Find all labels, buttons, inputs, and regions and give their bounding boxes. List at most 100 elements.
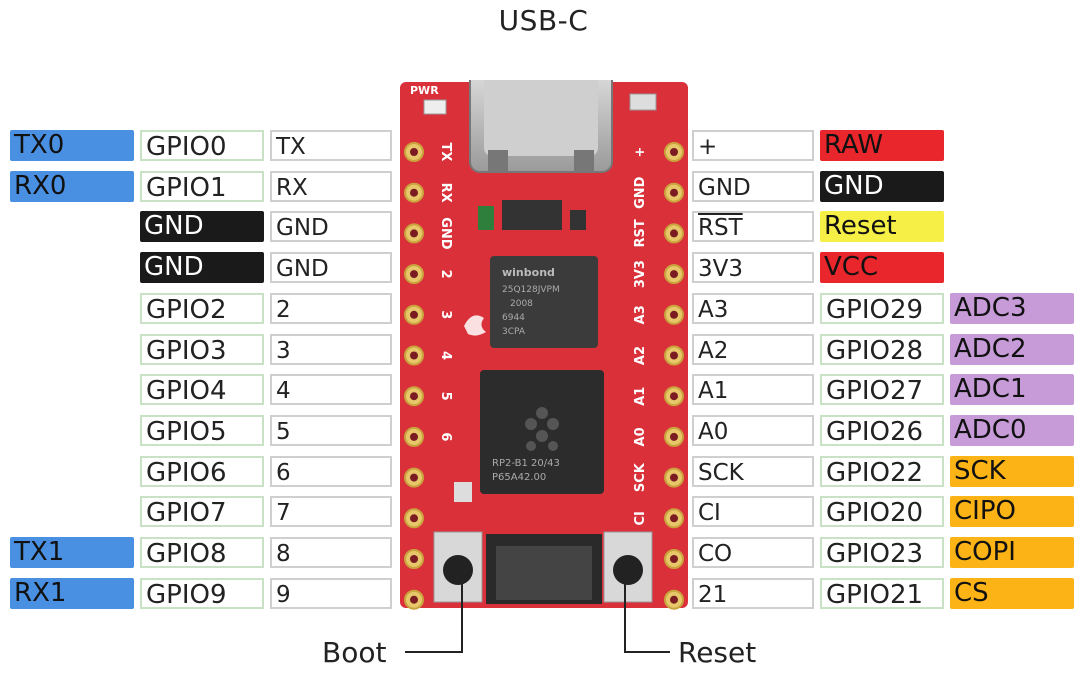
gpio-label: GPIO7: [140, 496, 264, 528]
usb-c-connector-icon: [469, 80, 613, 173]
flash-chip: winbond 25Q128JVPM 2008 6944 3CPA: [490, 256, 598, 348]
adc-label: ADC2: [950, 333, 1074, 365]
silkscreen-label: 3V3: [633, 260, 648, 288]
gpio-label: GPIO29: [820, 292, 944, 324]
power-label: VCC: [820, 252, 944, 284]
silkscreen-label: CI: [633, 511, 648, 525]
svg-text:P65A42.00: P65A42.00: [492, 472, 546, 483]
sparkfun-pro-micro-rp2040-board: PWR winbond 25Q128JVPM 2008 6944 3CPA RP…: [400, 80, 688, 610]
pin-label: A0: [692, 414, 814, 446]
adc-label: ADC0: [950, 414, 1074, 446]
adc-label: ADC1: [950, 374, 1074, 406]
silkscreen-label: A0: [633, 427, 648, 446]
silkscreen-label: RX: [438, 183, 453, 203]
svg-text:RP2-B1 20/43: RP2-B1 20/43: [492, 458, 560, 469]
pin-label: CO: [692, 537, 814, 568]
pin-label: 21: [692, 577, 814, 609]
reset-callout-line: [624, 580, 670, 653]
silkscreen-label: 2: [438, 270, 453, 279]
pin-label: CI: [692, 496, 814, 528]
gpio-label: GPIO21: [820, 577, 944, 609]
reset-label: Reset: [820, 211, 944, 243]
pin-label: +: [692, 130, 814, 161]
silkscreen-label: TX: [438, 143, 453, 162]
spi-label: CIPO: [950, 496, 1074, 528]
svg-text:2008: 2008: [510, 299, 533, 309]
pin-label: 8: [270, 537, 392, 568]
silkscreen-label: 4: [438, 351, 453, 360]
svg-text:winbond: winbond: [502, 266, 555, 279]
pin-label: RST: [692, 211, 814, 243]
pin-label: A1: [692, 374, 814, 406]
silkscreen-label: 5: [438, 392, 453, 401]
gpio-label: GPIO9: [140, 577, 264, 609]
gnd-label: GND: [820, 170, 944, 202]
inductor: [478, 206, 494, 230]
gpio-label: GPIO5: [140, 414, 264, 446]
small-part: [454, 482, 472, 502]
svg-text:25Q128JVPM: 25Q128JVPM: [502, 285, 560, 295]
gpio-label: GPIO0: [140, 130, 264, 161]
gpio-label: GPIO4: [140, 374, 264, 406]
gpio-label: GPIO2: [140, 292, 264, 324]
silkscreen-label: RST: [633, 219, 648, 247]
svg-text:3CPA: 3CPA: [502, 327, 526, 337]
sparkfun-logo-icon: [464, 315, 486, 336]
silkscreen-label: 6: [438, 432, 453, 441]
reset-callout-label: Reset: [678, 636, 757, 669]
gnd-label: GND: [140, 211, 264, 243]
pwr-label: PWR: [410, 84, 439, 97]
regulator: [502, 200, 562, 230]
gpio-label: GPIO28: [820, 333, 944, 365]
pin-label: RX: [270, 170, 392, 202]
pin-label: 9: [270, 577, 392, 609]
adc-label: ADC3: [950, 292, 1074, 324]
silkscreen-label: A1: [633, 387, 648, 406]
silkscreen-label: GND: [438, 217, 453, 250]
silkscreen-label: 3: [438, 310, 453, 319]
boot-callout-label: Boot: [322, 636, 387, 669]
gpio-label: GPIO3: [140, 333, 264, 365]
power-label: RAW: [820, 130, 944, 161]
pin-label: GND: [692, 170, 814, 202]
pin-label: 6: [270, 455, 392, 487]
pin-label: A3: [692, 292, 814, 324]
pin-label: GND: [270, 211, 392, 243]
silkscreen-label: A2: [633, 346, 648, 365]
gpio-label: GPIO6: [140, 455, 264, 487]
gpio-label: GPIO22: [820, 455, 944, 487]
uart-label: TX1: [10, 537, 134, 568]
pin-label: 4: [270, 374, 392, 406]
pwr-led: [423, 99, 447, 115]
pin-label: 3: [270, 333, 392, 365]
gpio-label: GPIO23: [820, 537, 944, 568]
uart-label: RX1: [10, 577, 134, 609]
pin-label: TX: [270, 130, 392, 161]
uart-label: RX0: [10, 170, 134, 202]
spi-label: COPI: [950, 537, 1074, 568]
pin-label: A2: [692, 333, 814, 365]
gpio-label: GPIO1: [140, 170, 264, 202]
boot-callout-line: [405, 580, 463, 653]
silkscreen-label: A3: [633, 305, 648, 324]
silkscreen-label: +: [633, 147, 648, 158]
status-led: [629, 93, 657, 111]
gpio-label: GPIO26: [820, 414, 944, 446]
pin-label: 3V3: [692, 252, 814, 284]
pin-label: GND: [270, 252, 392, 284]
pin-label: 2: [270, 292, 392, 324]
pin-label: 7: [270, 496, 392, 528]
silkscreen-label: SCK: [633, 462, 648, 492]
svg-text:6944: 6944: [502, 313, 525, 323]
gpio-label: GPIO20: [820, 496, 944, 528]
spi-label: SCK: [950, 455, 1074, 487]
pin-label: 5: [270, 414, 392, 446]
silkscreen-label: GND: [633, 176, 648, 209]
pin-label: SCK: [692, 455, 814, 487]
rp2040-chip: RP2-B1 20/43 P65A42.00: [480, 370, 604, 494]
uart-label: TX0: [10, 130, 134, 161]
gpio-label: GPIO8: [140, 537, 264, 568]
spi-label: CS: [950, 577, 1074, 609]
usb-c-title: USB-C: [498, 4, 589, 37]
